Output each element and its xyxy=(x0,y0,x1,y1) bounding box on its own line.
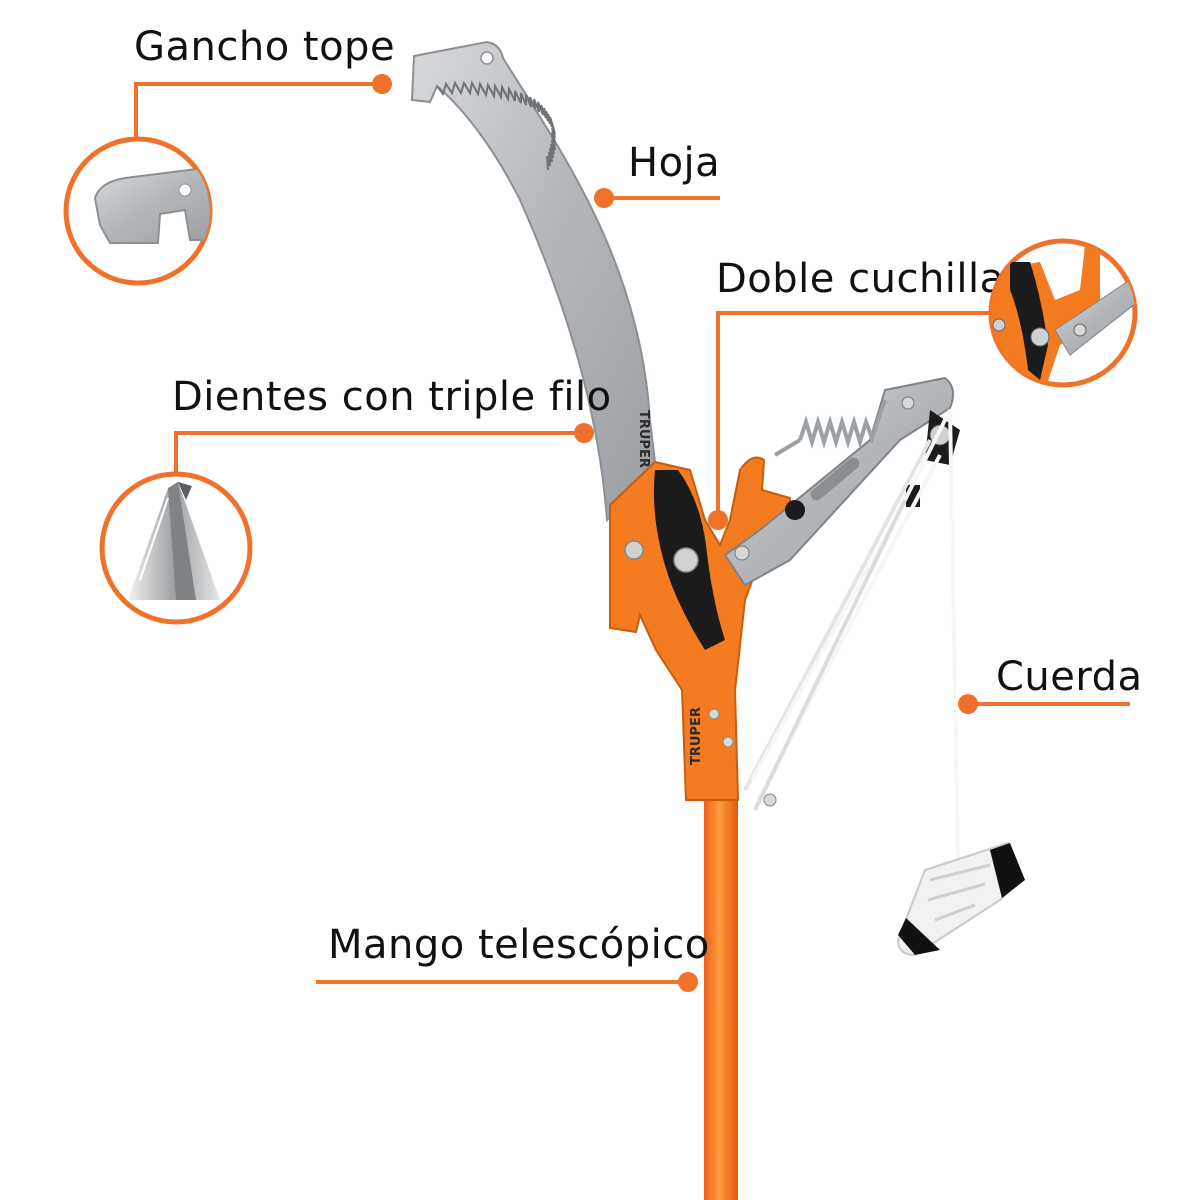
telescopic-pole xyxy=(704,790,738,1200)
tooth-detail-icon xyxy=(99,471,253,625)
callout-label-rope: Cuerda xyxy=(996,654,1143,700)
callout-rope: Cuerda xyxy=(958,654,1143,714)
callout-double-blade: Doble cuchilla xyxy=(708,238,1138,530)
callout-teeth: Dientes con triple filo xyxy=(99,374,612,625)
hook-detail-icon xyxy=(63,136,213,286)
callout-blade: Hoja xyxy=(594,140,720,208)
double-blade-detail-icon xyxy=(988,238,1138,388)
blade-brand-logo: TRUPER xyxy=(636,410,651,468)
callout-handle: Mango telescópico xyxy=(316,922,710,992)
callout-label-double-blade: Doble cuchilla xyxy=(716,256,1005,302)
spring xyxy=(773,399,887,457)
sleeve-brand-logo: TRUPER xyxy=(689,707,704,765)
pruner-tool: TRUPER TRUPER xyxy=(410,40,1025,1200)
rope xyxy=(743,409,960,861)
callout-label-teeth: Dientes con triple filo xyxy=(172,374,612,420)
callout-hook: Gancho tope xyxy=(63,24,395,286)
rope-handle xyxy=(896,841,1025,957)
saw-blade: TRUPER xyxy=(410,40,658,523)
callout-label-handle: Mango telescópico xyxy=(328,922,710,968)
callout-label-hook: Gancho tope xyxy=(134,24,395,70)
callout-label-blade: Hoja xyxy=(628,140,720,186)
